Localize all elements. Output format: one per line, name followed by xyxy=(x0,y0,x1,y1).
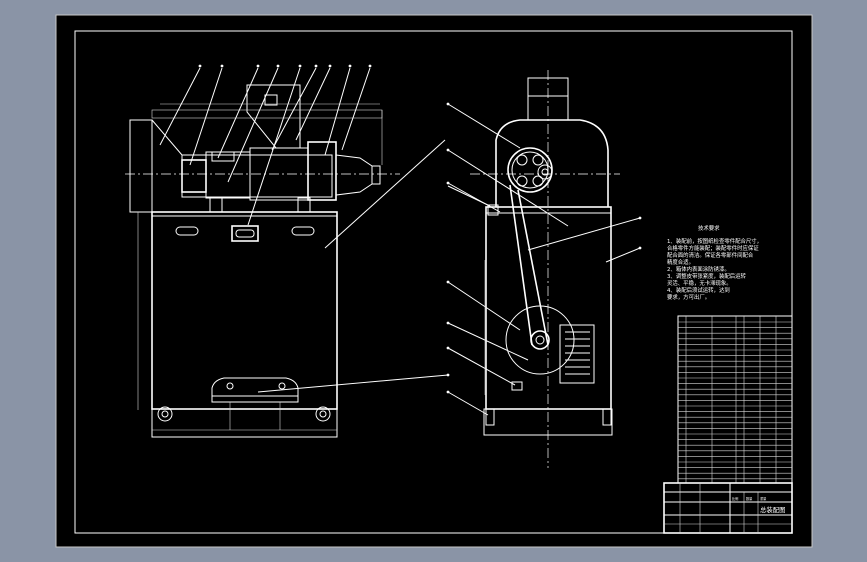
vent-slot-left xyxy=(175,226,199,236)
tech-req-line-7: 灵活、平稳，无卡滞现象。 xyxy=(667,279,732,287)
tech-req-line-5: 2、箱体内表面涂防锈漆。 xyxy=(667,265,730,273)
drawing-title: 总装配图 xyxy=(760,505,786,514)
lower-pulley xyxy=(505,305,575,375)
technical-requirements: 技术要求 1、装配前，按图纸检查零件配合尺寸， 合格零件方能装配；装配零件时应保… xyxy=(667,224,762,301)
tech-req-heading: 技术要求 xyxy=(698,224,720,232)
side-vent-panel xyxy=(559,324,595,384)
tech-req-line-4: 精度合适。 xyxy=(667,258,694,266)
caster-wheel-left xyxy=(157,406,173,422)
feed-hopper xyxy=(246,84,301,149)
tech-req-line-8: 4、装配后须试运转，达到 xyxy=(667,286,730,294)
front-base xyxy=(151,408,338,438)
title-block-qty-label: 数量 xyxy=(746,496,753,501)
tech-req-line-1: 1、装配前，按图纸检查零件配合尺寸， xyxy=(667,237,762,245)
tech-req-line-3: 配合面的清洁。保证各零部件间配合 xyxy=(667,251,754,259)
caster-wheel-right xyxy=(315,406,331,422)
drawing-border xyxy=(74,30,793,534)
drive-belt xyxy=(509,184,533,346)
tech-req-line-6: 3、调整皮带张紧度，装配后运转 xyxy=(667,272,747,280)
front-view xyxy=(125,64,449,438)
vent-slot-right xyxy=(291,226,315,236)
title-block: 总装配图 比例 数量 重量 xyxy=(663,482,793,534)
motor-housing xyxy=(211,377,299,397)
title-block-weight-label: 重量 xyxy=(760,496,767,501)
title-block-scale-label: 比例 xyxy=(732,496,738,501)
parts-list xyxy=(677,315,793,484)
tech-req-line-2: 合格零件方能装配；装配零件时应保证 xyxy=(667,244,759,252)
tech-req-line-9: 要求，方可出厂。 xyxy=(667,293,710,301)
control-panel xyxy=(231,225,259,242)
side-view xyxy=(446,70,642,468)
